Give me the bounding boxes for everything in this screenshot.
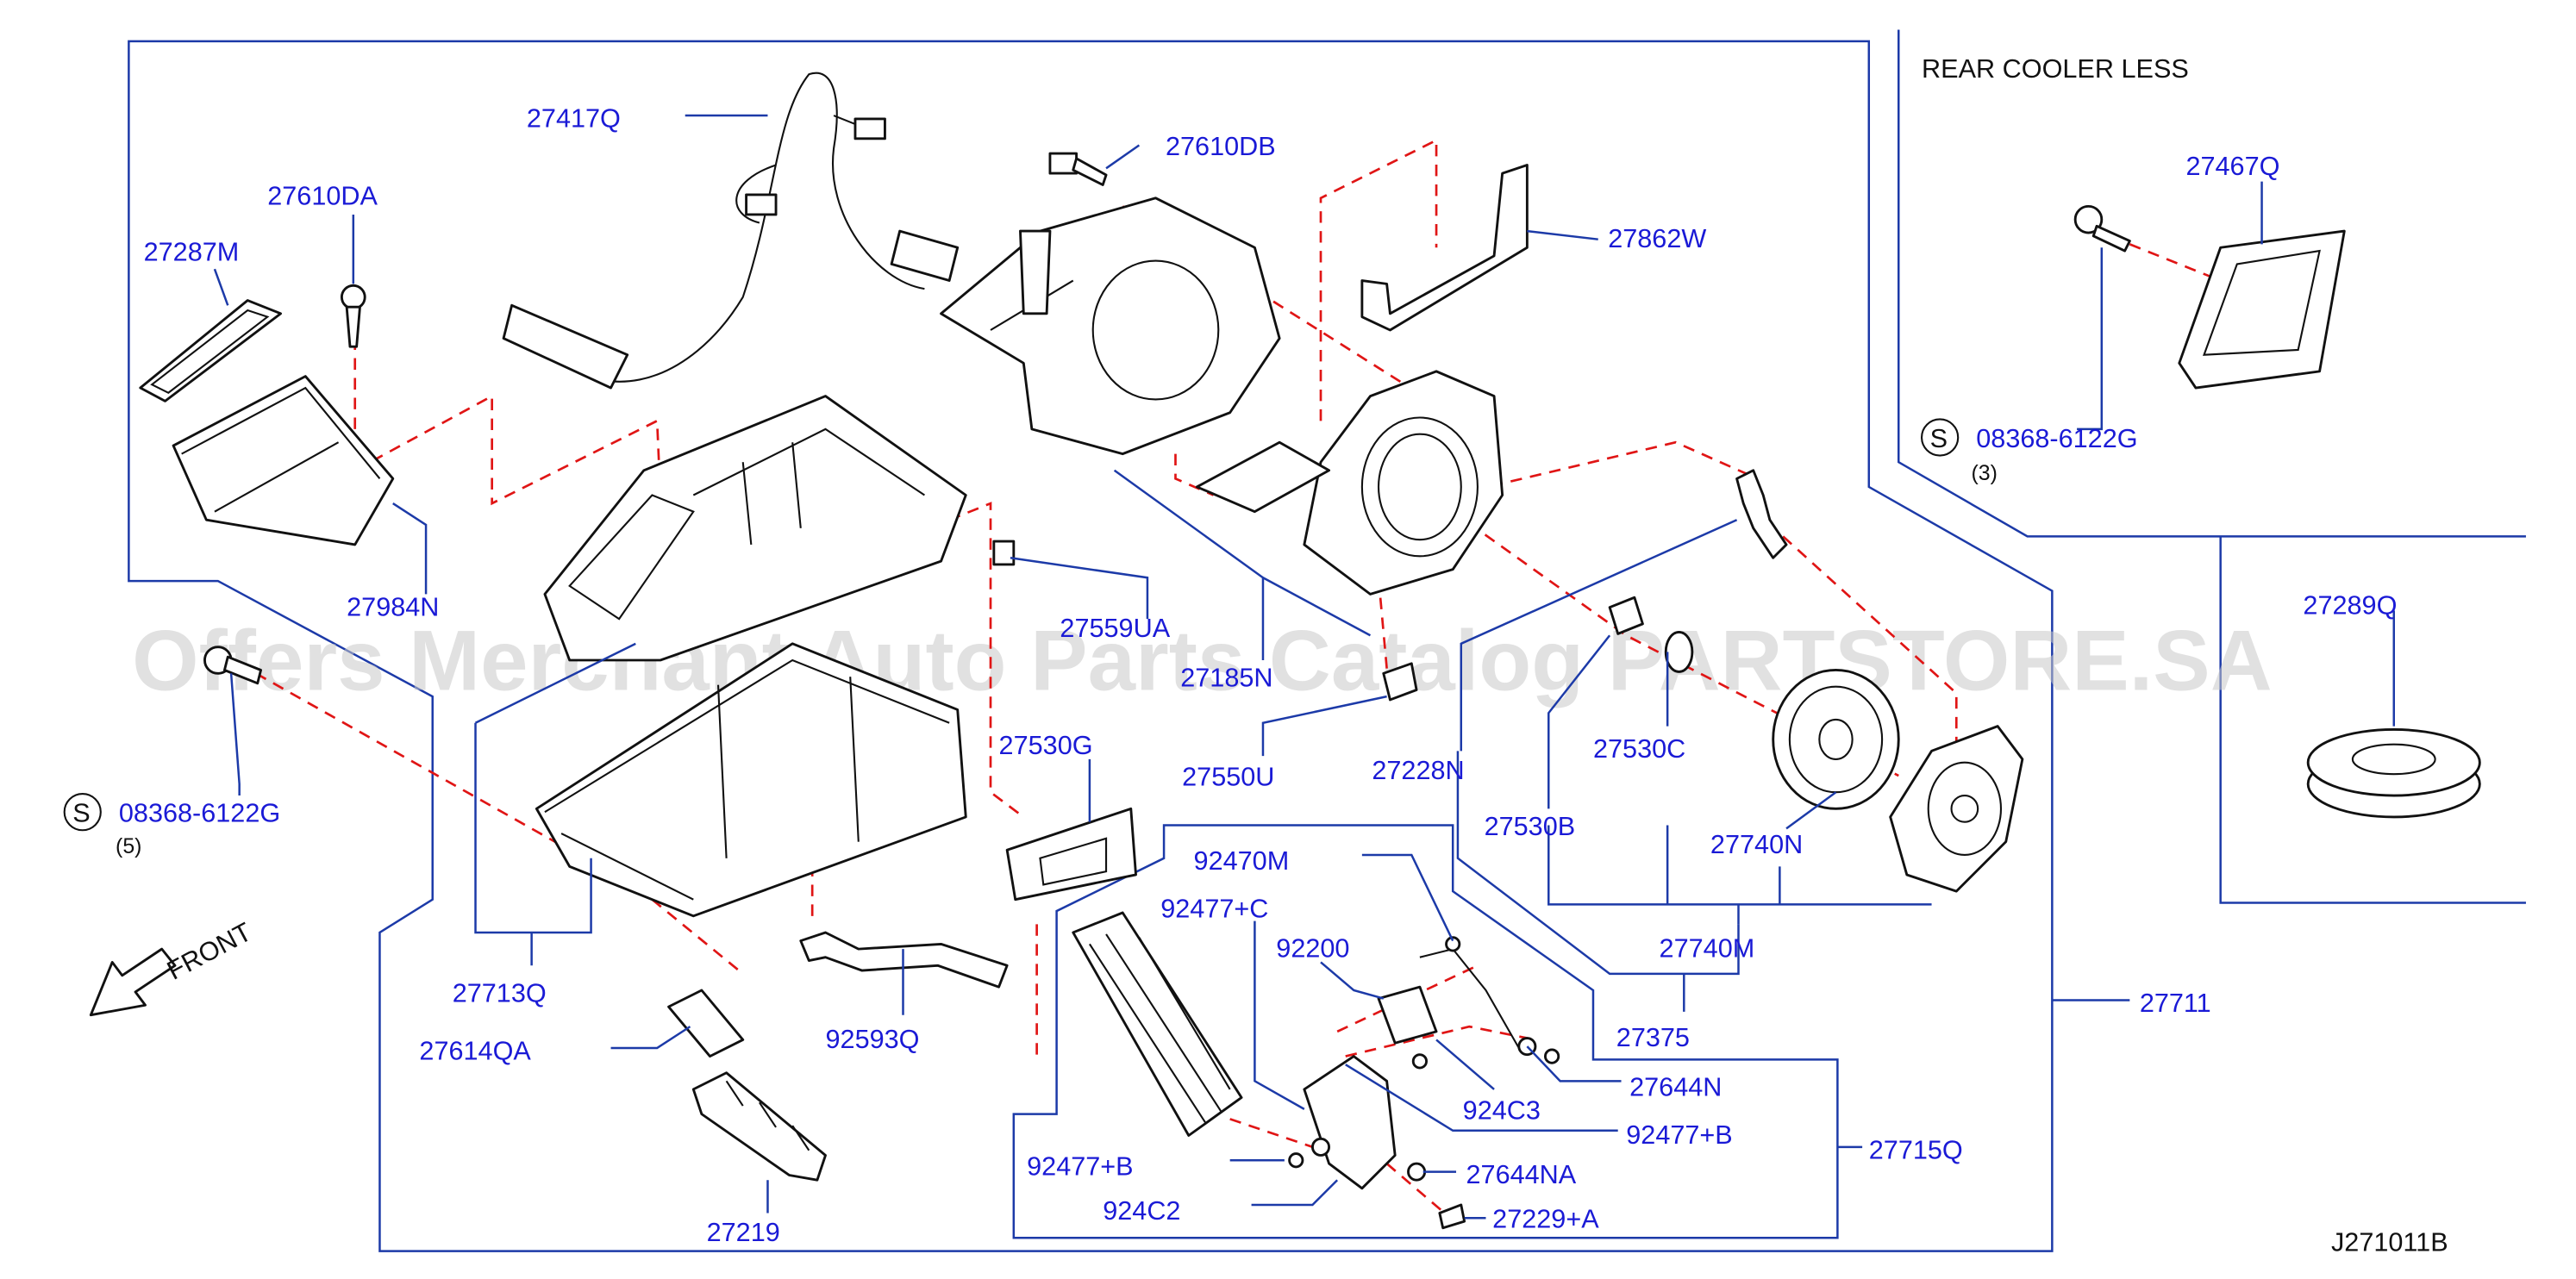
diagram-code: J271011B (2331, 1228, 2448, 1257)
screw-right-icon (2073, 204, 2131, 253)
rear-cooler-frame (1898, 29, 2526, 538)
part-label-27417Q[interactable]: 27417Q (527, 103, 621, 133)
actuator-27614QA (667, 989, 745, 1058)
part-label-27375[interactable]: 27375 (1616, 1023, 1690, 1052)
lower-housing (535, 642, 967, 918)
quantity-left: (5) (116, 834, 141, 858)
part-label-27644N[interactable]: 27644N (1629, 1073, 1722, 1102)
part-label-27614QA[interactable]: 27614QA (419, 1036, 531, 1065)
washer-27530B-icon (1664, 631, 1694, 673)
part-label-27550U[interactable]: 27550U (1182, 763, 1274, 792)
bracket-27862W (1360, 164, 1529, 332)
part-label-27984N[interactable]: 27984N (347, 592, 439, 621)
part-label-27610DA[interactable]: 27610DA (267, 181, 378, 210)
main-assembly-frame (128, 40, 2054, 1252)
front-label: FRONT (162, 917, 256, 986)
part-label-27229A[interactable]: 27229+A (1492, 1205, 1599, 1234)
blower-fan (1772, 669, 1900, 810)
part-label-27287M[interactable]: 27287M (144, 238, 240, 267)
evaporator-subframe (1012, 824, 1839, 1239)
part-label-92477C[interactable]: 92477+C (1160, 895, 1268, 924)
gasket-27287M (139, 299, 282, 402)
svg-text:S: S (1930, 424, 1948, 453)
part-label-27530G[interactable]: 27530G (999, 731, 1093, 760)
screw-left-icon (203, 646, 263, 685)
watermark: Offers Merchant Auto Parts Catalog PARTS… (132, 613, 2272, 708)
part-label-924C2[interactable]: 924C2 (1103, 1196, 1180, 1226)
grommet-27289Q (2306, 727, 2481, 819)
part-label-27530C[interactable]: 27530C (1593, 734, 1685, 764)
part-label-27711[interactable]: 27711 (2140, 989, 2211, 1018)
cover-plate-27467Q (2178, 229, 2346, 390)
part-label-08368-6122G-right[interactable]: 08368-6122G (1976, 424, 2137, 453)
part-label-27467Q[interactable]: 27467Q (2185, 152, 2279, 181)
quantity-right: (3) (1972, 461, 1998, 485)
part-label-27228N[interactable]: 27228N (1372, 756, 1464, 785)
part-label-27219[interactable]: 27219 (707, 1218, 780, 1247)
nut-27530C-icon (1608, 596, 1644, 635)
bracket-27530G (1005, 807, 1137, 902)
scroll-case (1303, 370, 1504, 596)
front-arrow-icon (89, 947, 177, 1017)
blower-case (940, 197, 1281, 456)
rear-cooler-frame-inner (2219, 536, 2526, 904)
leader-lines (213, 114, 2395, 1220)
part-label-92470M[interactable]: 92470M (1194, 846, 1290, 876)
part-label-27862W[interactable]: 27862W (1608, 224, 1706, 253)
clip-27550U-icon (1382, 662, 1418, 702)
part-label-08368-6122G-left[interactable]: 08368-6122G (119, 799, 280, 828)
part-label-924C3[interactable]: 924C3 (1463, 1095, 1541, 1125)
expansion-valve (1377, 985, 1438, 1045)
blower-motor (1889, 725, 2024, 893)
seal-27185N (1195, 440, 1331, 514)
refrigerant-pipe (1303, 947, 1520, 1190)
o-ring-group-icon (1288, 936, 1560, 1230)
wire-harness (502, 72, 960, 390)
part-label-27289Q[interactable]: 27289Q (2303, 590, 2397, 620)
part-label-27559UA[interactable]: 27559UA (1060, 614, 1170, 643)
part-label-27530B[interactable]: 27530B (1485, 812, 1576, 841)
hose-27228N (1735, 469, 1788, 559)
clip-27559UA-icon (992, 540, 1016, 566)
screw-symbol-right-icon: S (1921, 418, 1960, 457)
part-label-27185N[interactable]: 27185N (1180, 664, 1272, 693)
resistor-27219 (691, 1071, 827, 1182)
part-label-27610DB[interactable]: 27610DB (1166, 132, 1276, 161)
part-label-27740M[interactable]: 27740M (1660, 934, 1755, 964)
part-label-27713Q[interactable]: 27713Q (453, 978, 547, 1008)
part-label-92477B-left[interactable]: 92477+B (1027, 1151, 1133, 1181)
screw-27610DA-icon (340, 284, 366, 348)
part-label-92593Q[interactable]: 92593Q (825, 1025, 919, 1054)
duct-27984N (172, 375, 395, 546)
svg-text:S: S (72, 799, 90, 828)
part-label-27715Q[interactable]: 27715Q (1869, 1135, 1963, 1164)
screw-symbol-left-icon: S (63, 793, 102, 832)
part-label-27644NA[interactable]: 27644NA (1466, 1160, 1577, 1189)
rear-cooler-less-note: REAR COOLER LESS (1922, 54, 2189, 84)
part-label-92200[interactable]: 92200 (1276, 934, 1349, 964)
part-label-27740N[interactable]: 27740N (1710, 830, 1803, 859)
part-label-92477B-right[interactable]: 92477+B (1626, 1120, 1732, 1150)
upper-housing (543, 395, 967, 662)
bolt-27610DB-icon (1048, 152, 1108, 186)
evaporator-core (1072, 911, 1243, 1137)
